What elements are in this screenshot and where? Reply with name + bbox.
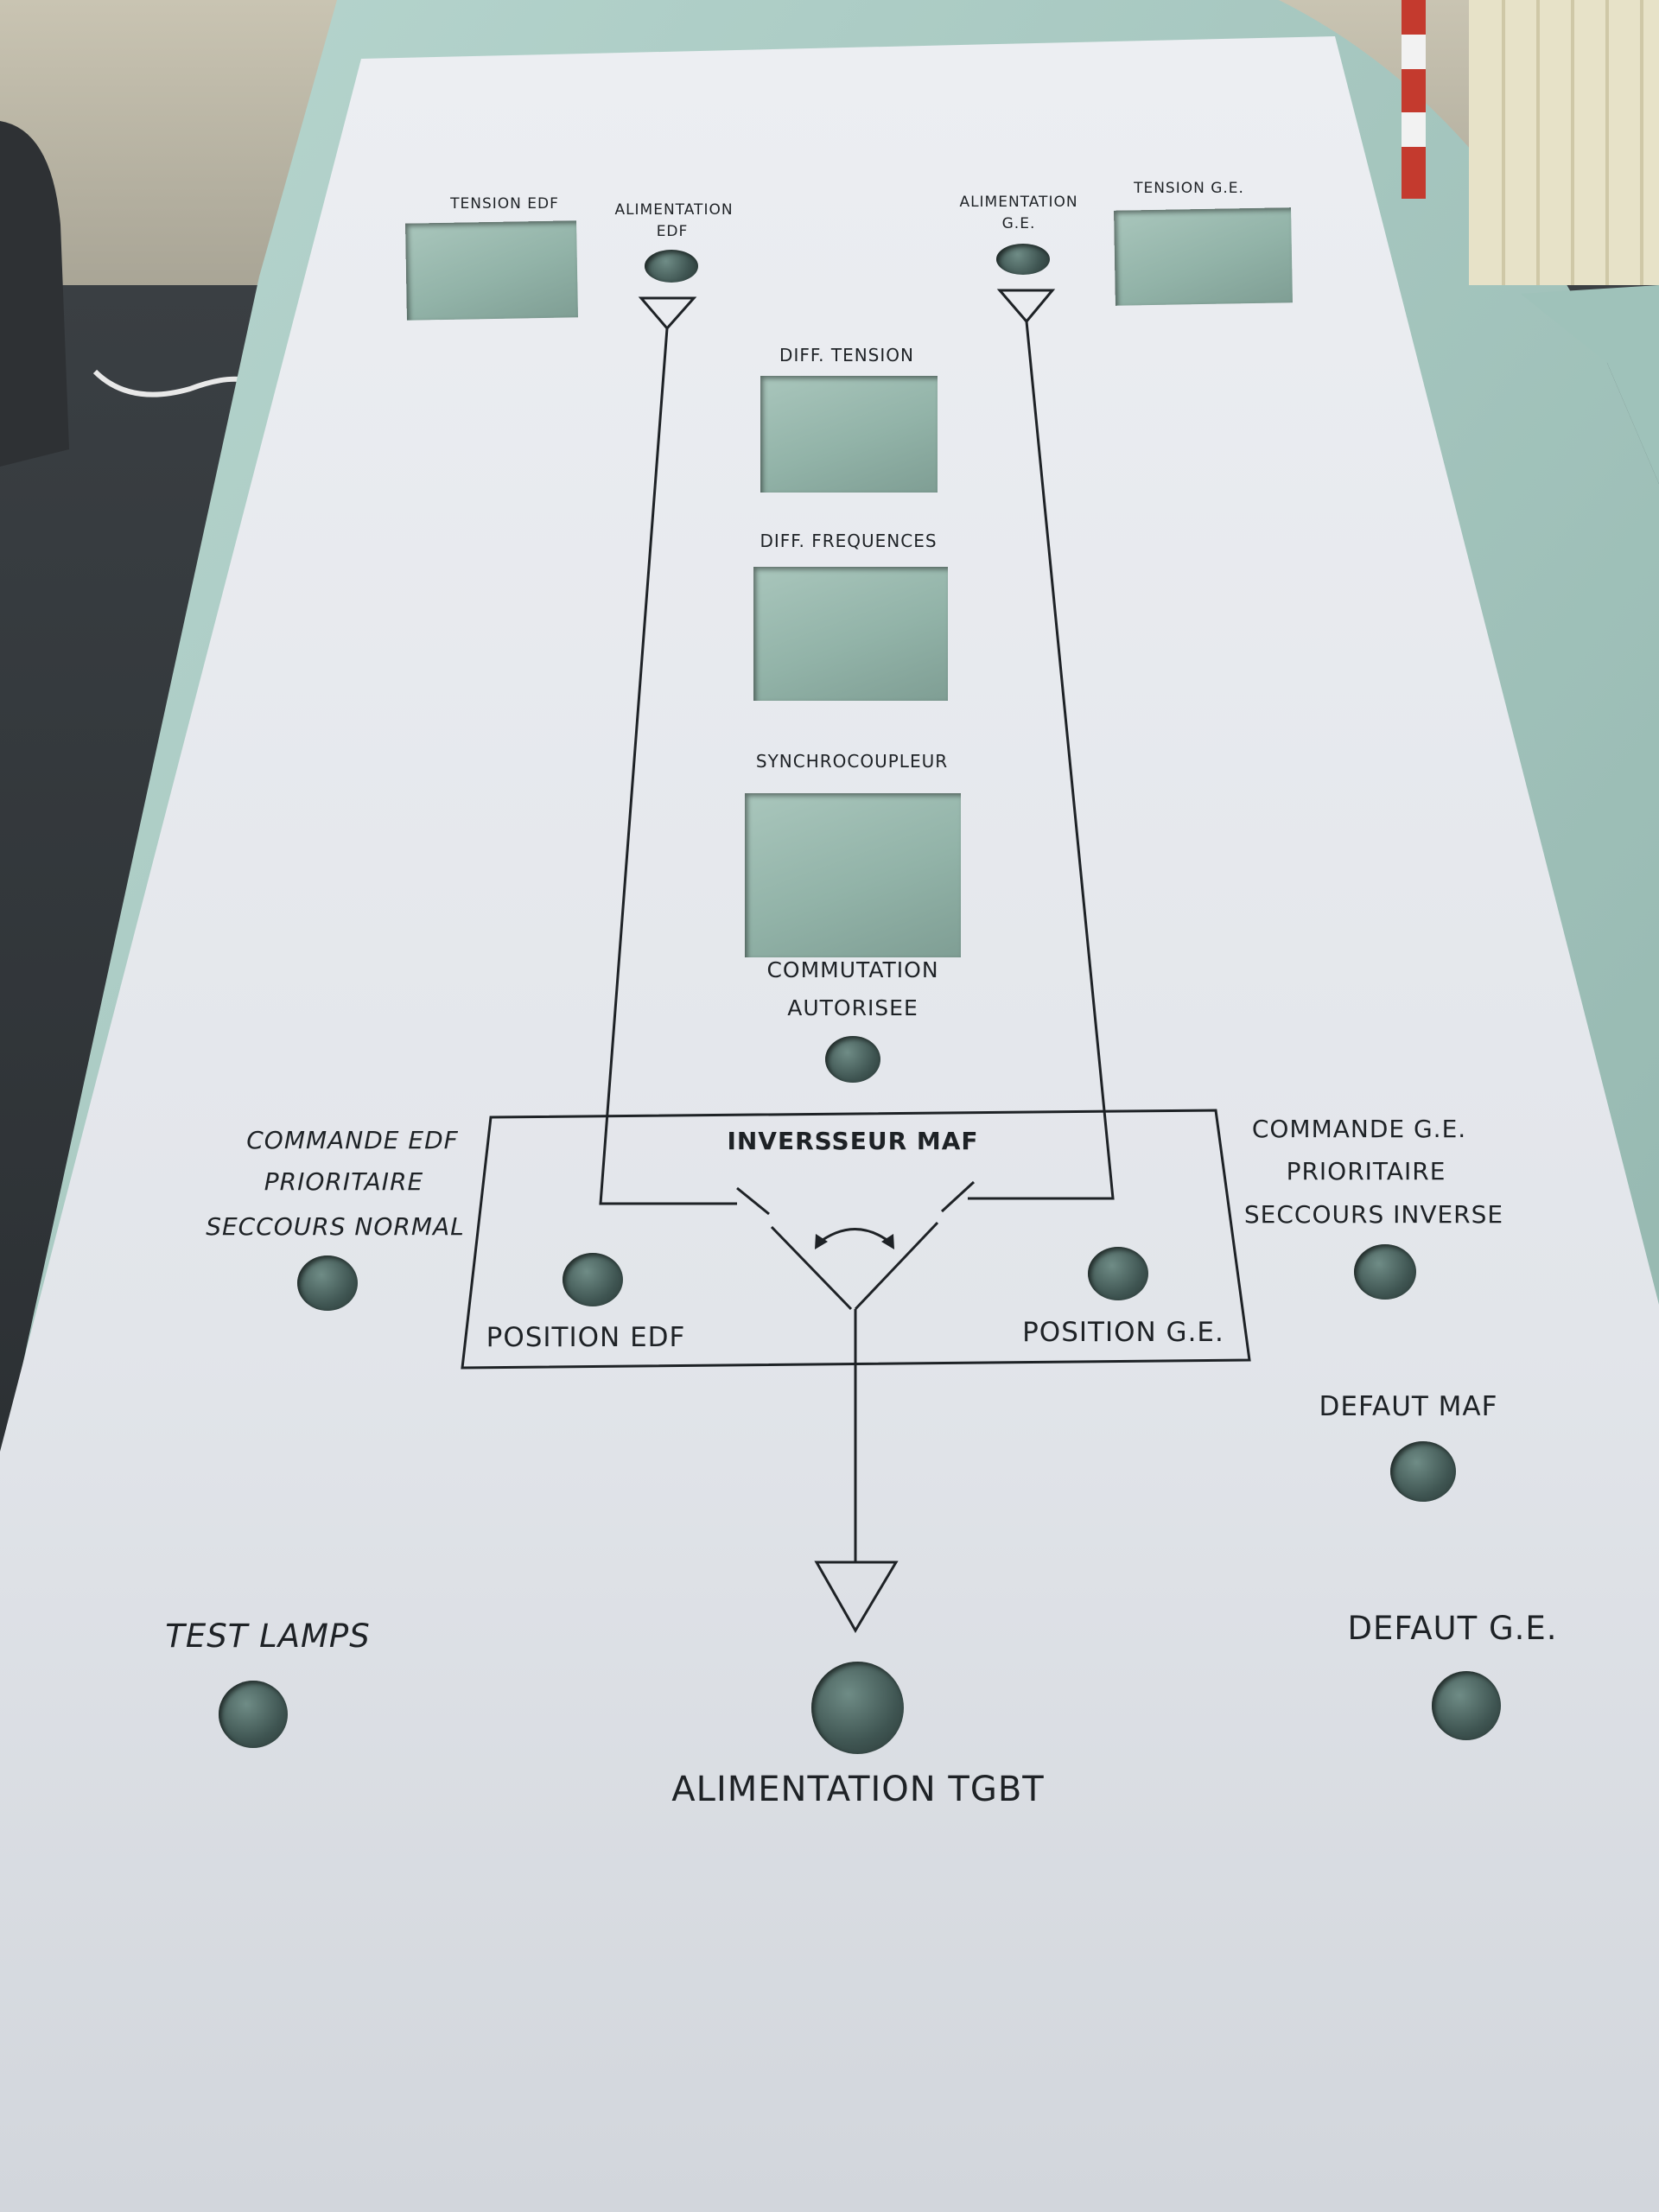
label-commande-ge-3: SECCOURS INVERSE [1243,1200,1504,1229]
label-diff-tension: DIFF. TENSION [779,345,914,365]
display-cutout-tension-ge [1114,207,1293,306]
indicator-hole-alimentation-ge [996,244,1050,275]
ge-arrow [996,289,1056,324]
label-position-edf: POSITION EDF [486,1322,686,1353]
label-tension-ge: TENSION G.E. [1134,180,1244,197]
red-post [1402,0,1426,199]
display-cutout-synchrocoupleur [745,793,961,957]
edf-arrow [638,296,697,331]
label-commande-ge-1: COMMANDE G.E. [1251,1115,1467,1143]
label-defaut-ge: DEFAUT G.E. [1347,1610,1558,1647]
label-commande-edf-3: SECCOURS NORMAL [206,1212,465,1241]
label-defaut-maf: DEFAUT MAF [1319,1391,1498,1422]
label-tension-edf: TENSION EDF [450,195,559,213]
indicator-hole-defaut-maf [1390,1441,1456,1502]
aluminium-panel [0,36,1659,2212]
indicator-hole-commutation-autorisee [825,1036,880,1083]
label-commande-edf-1: COMMANDE EDF [246,1126,459,1154]
label-alimentation-edf-1: ALIMENTATION [614,201,734,219]
display-cutout-diff-frequences [753,567,948,701]
button-hole-test-lamps [219,1681,288,1748]
label-synchrocoupleur: SYNCHROCOUPLEUR [755,751,949,772]
button-hole-commande-ge [1354,1244,1416,1300]
schematic-lines [461,289,1251,1633]
label-commutation-autorisee-2: AUTORISEE [787,995,918,1020]
indicator-hole-alimentation-edf [645,250,698,283]
label-position-ge: POSITION G.E. [1022,1317,1224,1348]
tgbt-arrow [814,1560,899,1633]
label-alimentation-tgbt: ALIMENTATION TGBT [671,1770,1045,1809]
switch-arc-heads [815,1234,894,1249]
button-hole-commande-edf [297,1255,358,1311]
inverter-box [461,1109,1251,1370]
label-commutation-autorisee-1: COMMUTATION [766,957,939,982]
indicator-hole-defaut-ge [1432,1671,1501,1740]
display-cutout-diff-tension [760,376,938,493]
ge-feed-line [968,321,1115,1200]
label-inversseur-maf: INVERSSEUR MAF [727,1127,979,1155]
indicator-hole-position-ge [1088,1247,1148,1300]
indicator-hole-alimentation-tgbt [811,1662,904,1754]
edf-feed-line [599,327,737,1205]
display-cutout-tension-edf [405,220,578,321]
window-area [1469,0,1659,285]
switch-arc [816,1228,893,1246]
label-alimentation-ge-1: ALIMENTATION [959,194,1078,211]
label-alimentation-ge-2: G.E. [1001,215,1036,232]
radiator-fins [1502,0,1643,285]
appliance-shape [0,121,69,467]
label-diff-frequences: DIFF. FREQUENCES [760,531,938,551]
label-test-lamps: TEST LAMPS [165,1618,371,1655]
label-alimentation-edf-2: EDF [656,223,689,240]
indicator-hole-position-edf [563,1253,623,1306]
label-commande-edf-2: PRIORITAIRE [264,1167,424,1196]
label-commande-ge-2: PRIORITAIRE [1286,1157,1446,1185]
